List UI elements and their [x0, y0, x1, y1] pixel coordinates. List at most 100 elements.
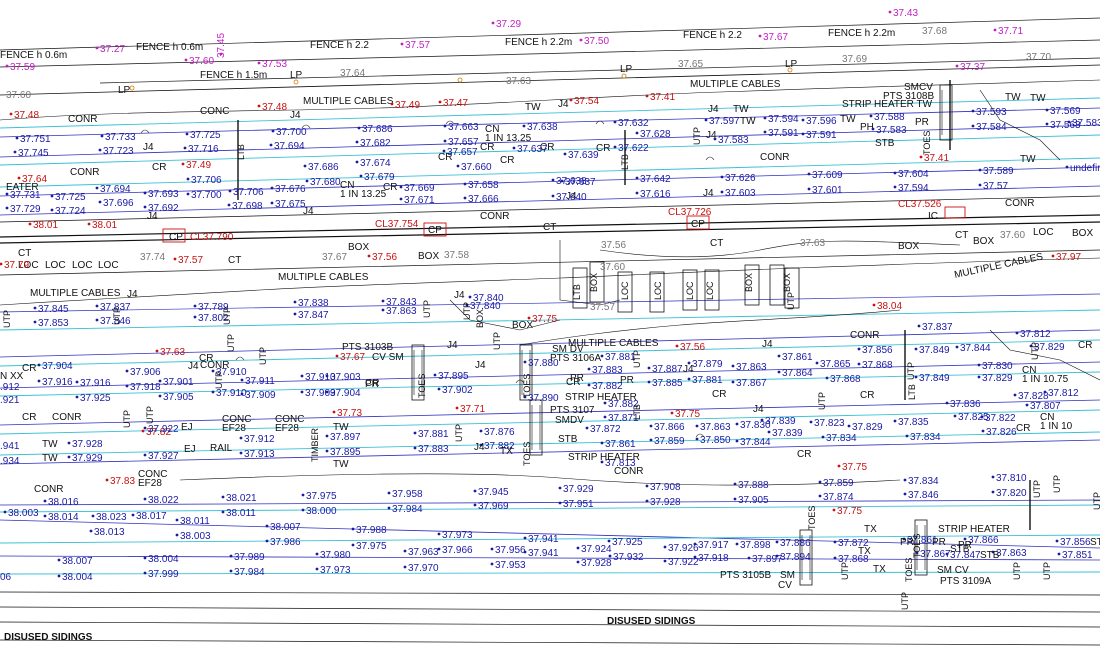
cable-run: [179, 473, 901, 486]
level-spot: [821, 435, 825, 439]
grey-level: 37.63: [506, 76, 531, 87]
level-spot: [211, 390, 215, 394]
level-spot: [95, 186, 99, 190]
level-spot: [91, 514, 95, 518]
level-spot: [387, 506, 391, 510]
spot-level: 38.017: [136, 511, 167, 522]
spot-level: 37.789: [198, 302, 229, 313]
level-spot: [5, 192, 9, 196]
label-utp: UTP: [1030, 342, 1040, 360]
label-stb: STB: [980, 550, 1000, 561]
level-spot: [455, 406, 459, 410]
spot-level: 37.973: [320, 565, 351, 576]
rail-line: [0, 157, 1100, 188]
fence-label: FENCE h 1.5m: [200, 70, 267, 81]
label-conr: CONR: [850, 330, 879, 341]
spot-level: 37.980: [320, 550, 351, 561]
spot-level: 37.911: [245, 376, 275, 387]
spot-level: 37.583: [876, 125, 907, 136]
cable-line: [0, 399, 1100, 426]
level-spot: [131, 513, 135, 517]
cabinet-label: LOC: [685, 281, 695, 300]
label-cr: CR: [383, 182, 397, 193]
spot-level: 37.835: [898, 417, 929, 428]
spot-level: 37.639: [568, 150, 599, 161]
spot-level: 37.863: [736, 362, 767, 373]
level-spot: [801, 132, 805, 136]
level-spot: [915, 551, 919, 555]
level-spot: [57, 558, 61, 562]
spot-level: 37.929: [563, 484, 594, 495]
location-cabinet: [572, 267, 588, 309]
label-conr: CONR: [200, 360, 229, 371]
level-spot: [1015, 331, 1019, 335]
level-spot: [953, 414, 957, 418]
label-pts: PTS 3109A: [940, 576, 991, 587]
spot-level: 37.826: [986, 427, 1017, 438]
level-spot: [818, 480, 822, 484]
level-spot: [991, 550, 995, 554]
level-spot: [5, 206, 9, 210]
spot-level: 38.021: [226, 493, 257, 504]
spot-level: 37.622: [618, 143, 649, 154]
level-spot: [257, 104, 261, 108]
lamp-post-symbol: [293, 79, 299, 85]
spot-level: 37.951: [563, 499, 594, 510]
level-spot: [607, 539, 611, 543]
label-box: BOX: [898, 241, 919, 252]
spot-level: 37.863: [386, 306, 417, 317]
spot-level: .912: [0, 382, 20, 393]
level-spot: [675, 344, 679, 348]
level-spot: [833, 556, 837, 560]
spot-level: 37.910: [216, 388, 247, 399]
spot-level: 37.922: [668, 557, 699, 568]
spot-level: 37.834: [908, 476, 939, 487]
key-level: 37.49: [395, 100, 420, 111]
level-spot: [713, 137, 717, 141]
spot-level: 37.922: [148, 424, 179, 435]
level-spot: [1067, 120, 1071, 124]
level-spot: [1045, 108, 1049, 112]
label-sm-cv: SM CV: [937, 565, 969, 576]
level-spot: [229, 554, 233, 558]
fence-line: [0, 64, 1100, 96]
level-spot: [33, 306, 37, 310]
spot-level: 37.984: [392, 504, 423, 515]
label-disused-sidings: DISUSED SIDINGS: [607, 616, 696, 627]
label-tw: TW: [740, 116, 756, 127]
level-spot: [228, 189, 232, 193]
level-spot: [731, 364, 735, 368]
label-cr: CR: [596, 143, 610, 154]
spot-level: 38.016: [48, 497, 79, 508]
level-spot: [301, 508, 305, 512]
fence-level: 37.50: [584, 36, 609, 47]
level-spot: [735, 422, 739, 426]
spot-level: 37.694: [100, 184, 131, 195]
spot-level: 37.856: [1060, 537, 1091, 548]
chamber-symbol: [445, 120, 455, 125]
chamber-symbol: [301, 124, 311, 129]
label-pr: PR: [932, 537, 946, 548]
spot-level: 37.850: [700, 435, 731, 446]
spot-level: 37.885: [652, 378, 683, 389]
level-spot: [971, 109, 975, 113]
cable-run: [0, 79, 1100, 121]
label-ct: CT: [543, 222, 556, 233]
spot-level: 37.886: [780, 538, 811, 549]
spot-level: 37.866: [968, 535, 999, 546]
level-spot: [325, 390, 329, 394]
label-ph: PH: [860, 122, 874, 133]
fence-level: 37.27: [100, 44, 125, 55]
label-multiple-cables: MULTIPLE CABLES: [953, 251, 1044, 281]
spot-level: 37.692: [148, 203, 179, 214]
level-spot: [576, 560, 580, 564]
level-spot: [95, 304, 99, 308]
level-spot: [647, 366, 651, 370]
key-level: 37.64: [22, 174, 47, 185]
spot-level: 37.723: [103, 146, 134, 157]
spot-level: 37.909: [245, 390, 276, 401]
key-level: 37.82: [146, 427, 171, 438]
level-spot: [558, 501, 562, 505]
label-utp: UTP: [632, 350, 642, 368]
level-spot: [720, 175, 724, 179]
